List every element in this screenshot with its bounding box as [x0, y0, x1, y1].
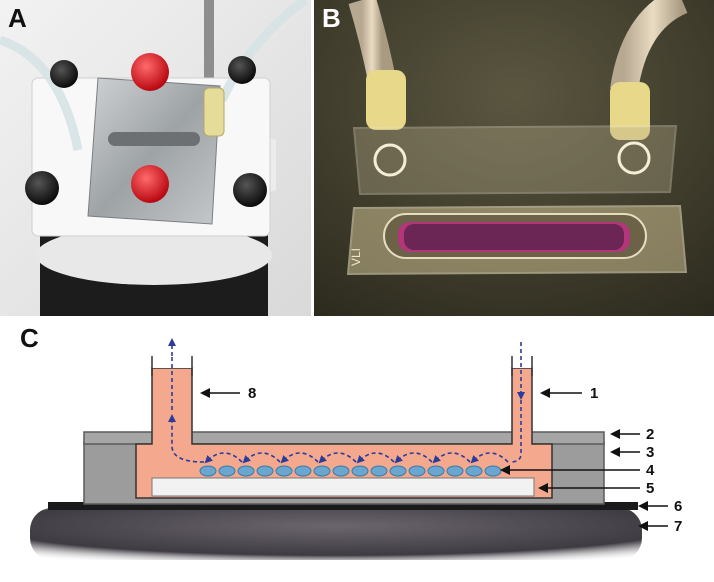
cell — [465, 465, 483, 477]
flow-loop — [356, 452, 395, 464]
callout-label-5: 5 — [646, 480, 654, 497]
connector-right — [610, 82, 650, 140]
callout-label-6: 6 — [674, 498, 682, 515]
cell — [313, 465, 331, 477]
tube-left — [0, 35, 83, 151]
cell — [484, 465, 502, 477]
callout-label-2: 2 — [646, 426, 654, 443]
callout-arrows — [200, 388, 668, 531]
cell — [389, 465, 407, 477]
callout-label-7: 7 — [674, 518, 682, 535]
knob-bottom-right — [233, 173, 267, 207]
cell — [275, 465, 293, 477]
panel-label-a: A — [8, 3, 27, 33]
knob-bottom-left — [25, 171, 59, 205]
flow-loop — [204, 452, 243, 464]
red-cap-bottom — [131, 165, 169, 203]
callout-label-8: 8 — [248, 385, 256, 402]
cell — [446, 465, 464, 477]
cell — [370, 465, 388, 477]
flow-loop — [280, 452, 319, 464]
callout-label-3: 3 — [646, 444, 654, 461]
cell — [199, 465, 217, 477]
tube-connector — [203, 87, 225, 137]
flow-chamber-schematic: 1 2 3 4 5 6 7 8 — [30, 338, 682, 560]
cell — [427, 465, 445, 477]
callout-label-4: 4 — [646, 462, 655, 479]
inlet-tube-top — [512, 356, 532, 368]
photo-a-flow-chamber-top-view — [0, 0, 311, 316]
photo-b-illustration: VLI — [314, 0, 714, 316]
photo-a-illustration — [0, 0, 311, 316]
stand-rod — [204, 0, 214, 80]
knob-top-left — [50, 60, 78, 88]
tube-right — [610, 0, 688, 93]
port-left — [373, 143, 407, 177]
steel-plate — [87, 77, 221, 225]
flow-loop — [318, 452, 357, 464]
panel-label-b: B — [322, 3, 341, 33]
cell — [332, 465, 350, 477]
cell — [218, 465, 236, 477]
cell — [408, 465, 426, 477]
panel-label-c: C — [20, 323, 39, 353]
cell — [294, 465, 312, 477]
red-cap-top — [131, 53, 169, 91]
top-slide — [352, 124, 678, 196]
cell — [237, 465, 255, 477]
outlet-tube-top — [152, 356, 192, 368]
port-right — [617, 141, 651, 175]
flow-loop — [242, 452, 281, 464]
connector-left — [366, 70, 406, 130]
cell — [351, 465, 369, 477]
microscope-stage — [30, 508, 642, 560]
glass-slide — [151, 477, 535, 497]
stage-top-plate — [48, 502, 638, 510]
cell — [256, 465, 274, 477]
knob-top-right — [228, 56, 256, 84]
medium-channel — [135, 367, 553, 499]
tube-right — [217, 0, 308, 102]
plate-window — [108, 132, 200, 146]
callout-label-1: 1 — [590, 385, 598, 402]
flow-path — [168, 338, 525, 464]
cell-row — [199, 465, 502, 477]
slide-engraving: VLI — [349, 248, 363, 266]
flow-loop — [470, 452, 509, 464]
flow-loop — [432, 452, 471, 464]
speckled-surface — [36, 225, 272, 285]
photo-b-flow-channel-slide: VLI — [314, 0, 714, 316]
flow-loop — [394, 452, 433, 464]
stained-tissue — [398, 222, 630, 252]
